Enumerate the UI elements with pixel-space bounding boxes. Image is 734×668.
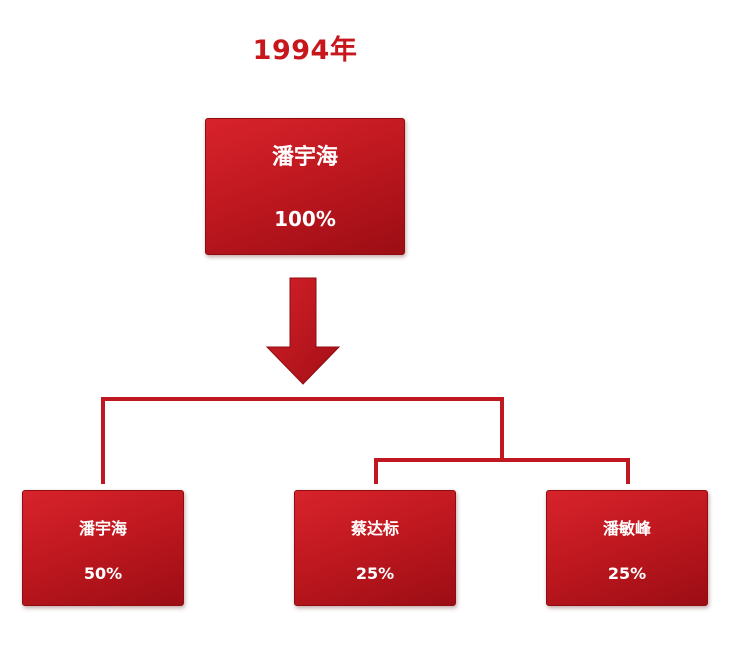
shareholder-share: 50% bbox=[83, 564, 123, 583]
shareholder-name: 潘敏峰 bbox=[602, 519, 651, 538]
main-branch-line bbox=[101, 397, 504, 484]
shareholder-name: 蔡达标 bbox=[350, 519, 399, 538]
shareholder-share: 25% bbox=[607, 564, 647, 583]
shareholder-box-cai-dabiao: 蔡达标 25% bbox=[294, 490, 456, 606]
shareholder-share: 100% bbox=[274, 207, 336, 231]
down-arrow-icon bbox=[265, 277, 341, 385]
sub-branch-line bbox=[374, 458, 630, 484]
shareholder-box-pan-yuhai: 潘宇海 50% bbox=[22, 490, 184, 606]
shareholder-name: 潘宇海 bbox=[78, 519, 127, 538]
shareholder-box-pan-minfeng: 潘敏峰 25% bbox=[546, 490, 708, 606]
shareholder-share: 25% bbox=[355, 564, 395, 583]
shareholder-name: 潘宇海 bbox=[271, 145, 338, 170]
diagram-title: 1994年 bbox=[252, 35, 358, 66]
top-shareholder-box: 潘宇海 100% bbox=[205, 118, 405, 255]
